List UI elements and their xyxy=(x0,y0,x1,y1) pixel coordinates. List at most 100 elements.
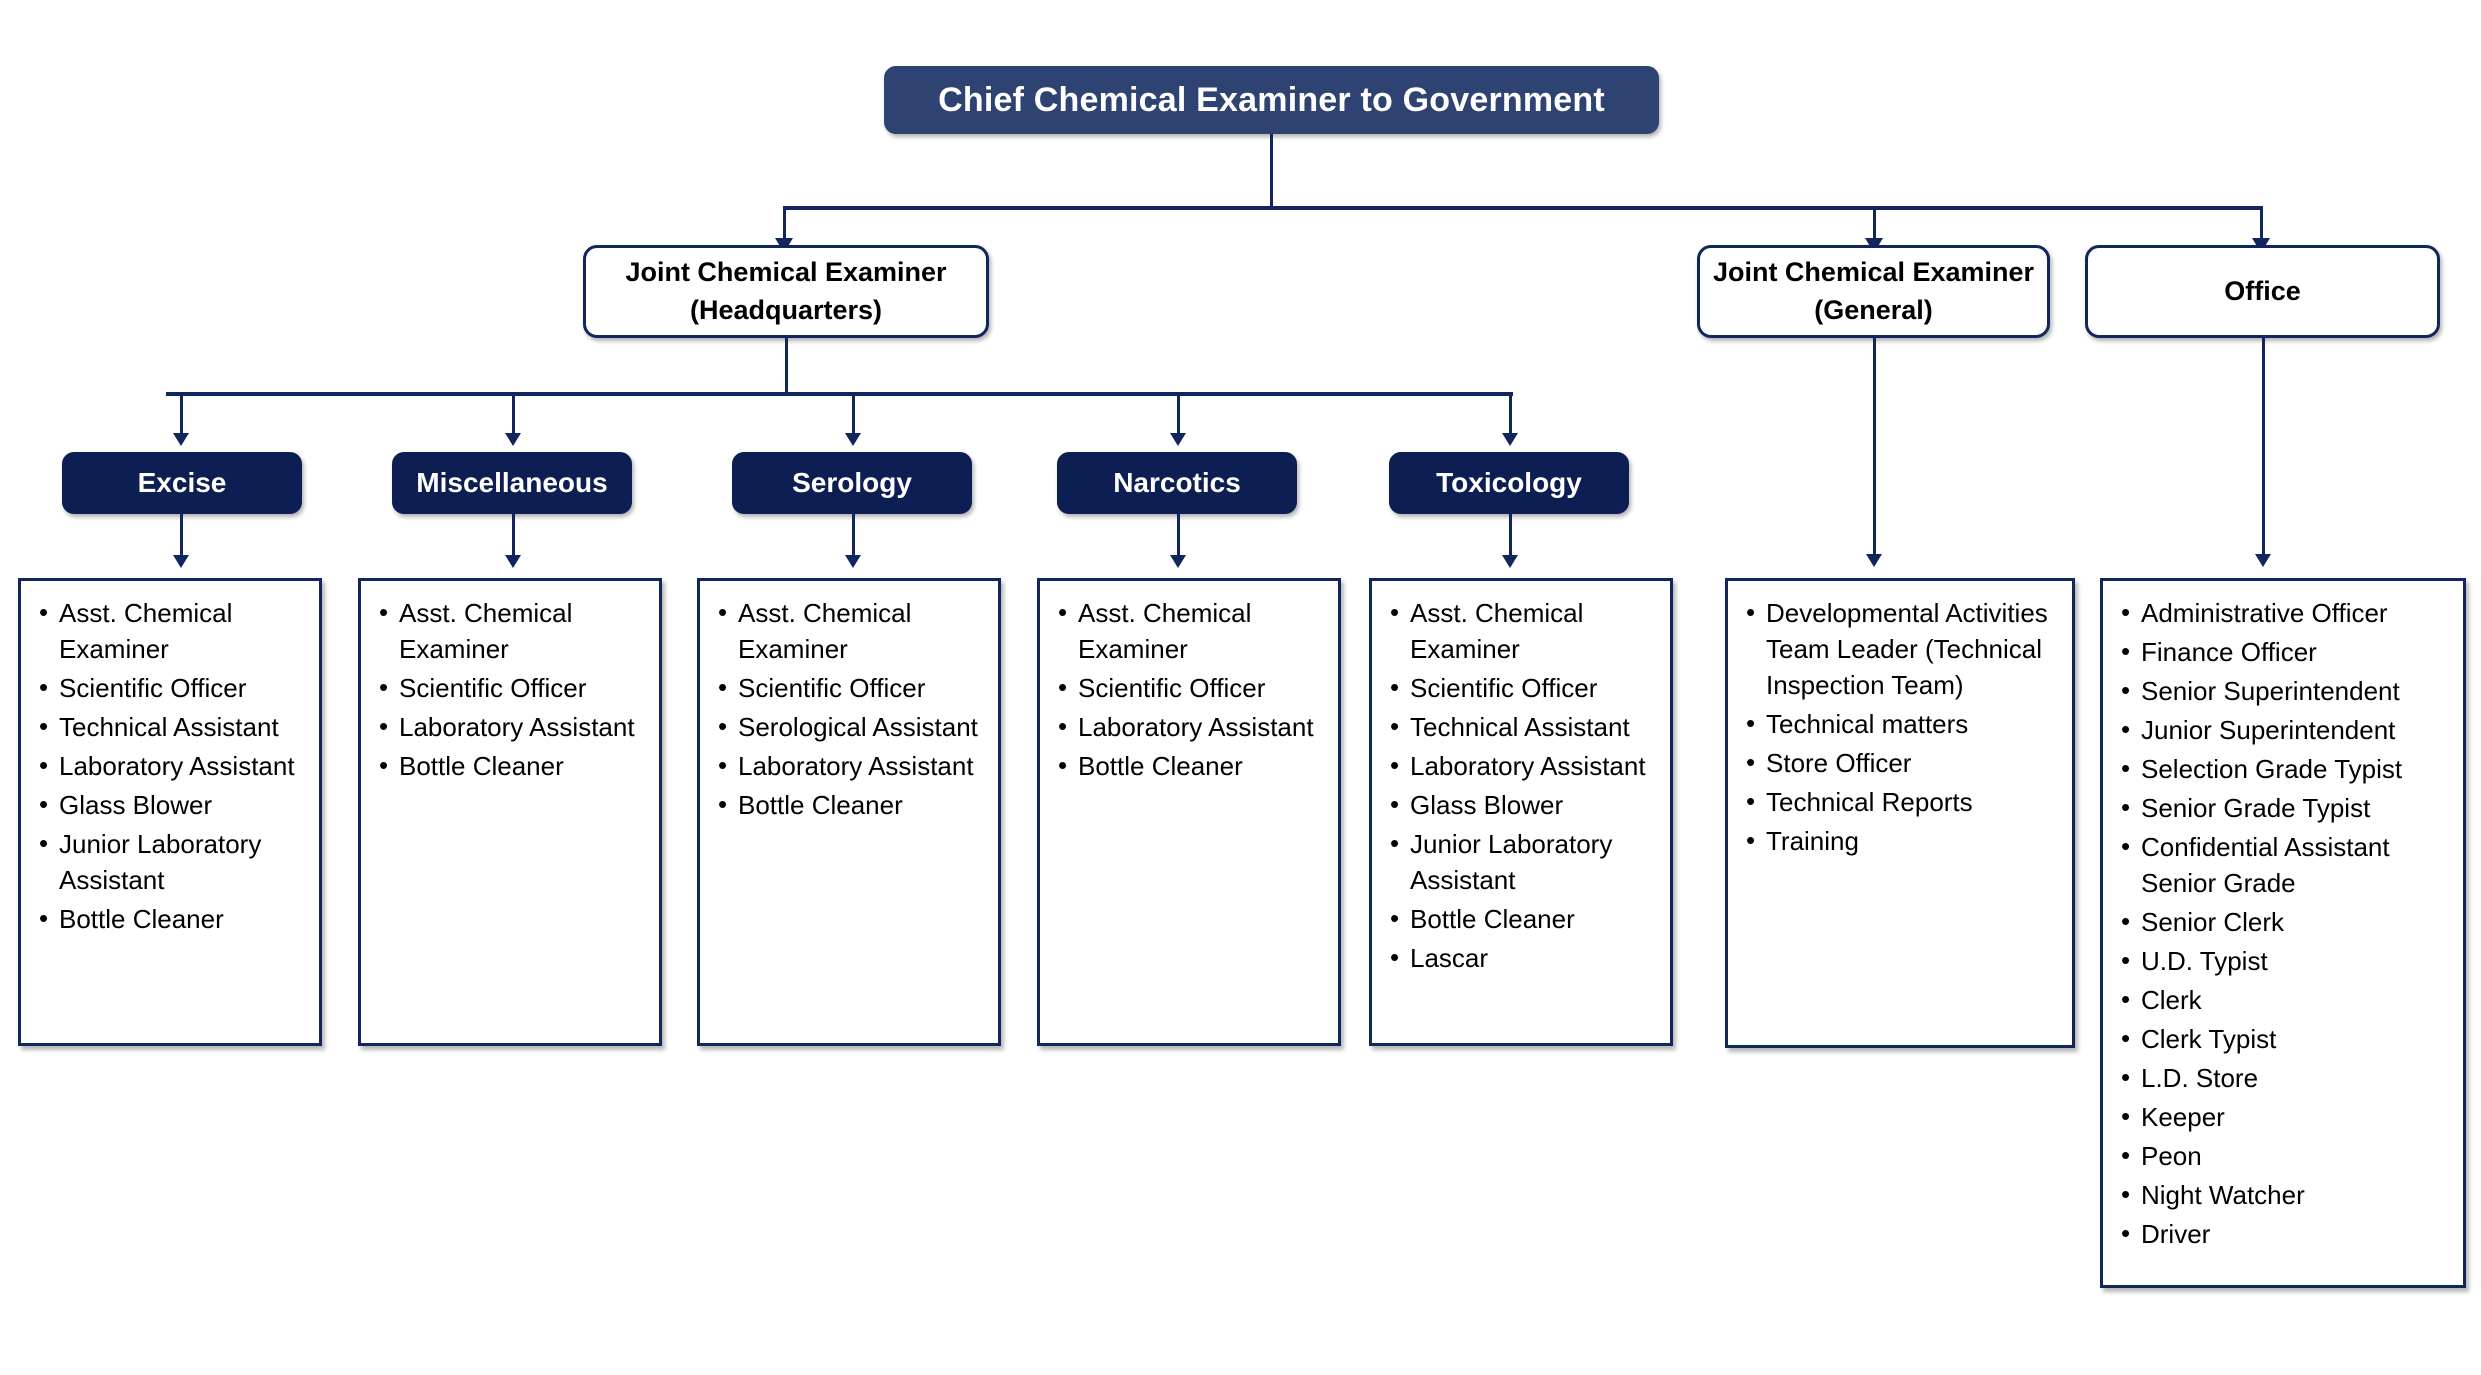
staff-list-item: Scientific Officer xyxy=(1390,669,1660,706)
arrowhead-office-staff xyxy=(2255,554,2271,567)
staff-list-item: Technical matters xyxy=(1746,705,2062,742)
node-label-line2: (Headquarters) xyxy=(689,294,883,325)
staff-list-item: Peon xyxy=(2121,1137,2453,1174)
staff-list-item: Store Officer xyxy=(1746,744,2062,781)
staff-list-office: Administrative OfficerFinance OfficerSen… xyxy=(2100,578,2466,1288)
staff-list-item: Laboratory Assistant xyxy=(1058,708,1328,745)
arrowhead-toxicology xyxy=(1502,433,1518,446)
connector-general-to-staff xyxy=(1873,338,1876,558)
arrowhead-serology xyxy=(845,433,861,446)
arrowhead-excise-staff xyxy=(173,555,189,568)
connector-drop-office xyxy=(2260,206,2263,242)
staff-list-item: Laboratory Assistant xyxy=(39,747,309,784)
staff-list-item: Asst. Chemical Examiner xyxy=(718,594,988,667)
arrowhead-narcotics-staff xyxy=(1170,555,1186,568)
staff-list-item: Asst. Chemical Examiner xyxy=(39,594,309,667)
node-department-miscellaneous[interactable]: Miscellaneous xyxy=(392,452,632,514)
staff-list-item: Scientific Officer xyxy=(379,669,649,706)
staff-list-item: Training xyxy=(1746,822,2062,859)
staff-list-item: Confidential Assistant Senior Grade xyxy=(2121,828,2453,901)
staff-list-item: Keeper xyxy=(2121,1098,2453,1135)
staff-list-item: Driver xyxy=(2121,1215,2453,1252)
staff-list-item: Asst. Chemical Examiner xyxy=(1058,594,1328,667)
staff-list-item: Laboratory Assistant xyxy=(718,747,988,784)
staff-list-serology: Asst. Chemical ExaminerScientific Office… xyxy=(697,578,1001,1046)
staff-list-item: Laboratory Assistant xyxy=(379,708,649,745)
node-department-serology[interactable]: Serology xyxy=(732,452,972,514)
connector-office-to-staff xyxy=(2262,338,2265,558)
staff-list-item: Senior Clerk xyxy=(2121,903,2453,940)
staff-list-general: Developmental Activities Team Leader (Te… xyxy=(1725,578,2075,1048)
node-label-line2: (General) xyxy=(1814,294,1933,325)
arrowhead-general-staff xyxy=(1866,554,1882,567)
staff-list-item: Developmental Activities Team Leader (Te… xyxy=(1746,594,2062,703)
staff-list-item: Asst. Chemical Examiner xyxy=(379,594,649,667)
staff-list-item: Senior Grade Typist xyxy=(2121,789,2453,826)
staff-list-item: Clerk xyxy=(2121,981,2453,1018)
node-label: Excise xyxy=(137,467,227,498)
connector-drop-excise xyxy=(180,392,183,437)
staff-list-item: Bottle Cleaner xyxy=(1390,900,1660,937)
staff-list-item: L.D. Store xyxy=(2121,1059,2453,1096)
staff-list-item: Bottle Cleaner xyxy=(1058,747,1328,784)
staff-list: Asst. Chemical ExaminerScientific Office… xyxy=(718,594,988,823)
staff-list-item: Technical Reports xyxy=(1746,783,2062,820)
connector-narcotics-to-staff xyxy=(1177,514,1180,559)
arrowhead-excise xyxy=(173,433,189,446)
staff-list-item: Lascar xyxy=(1390,939,1660,976)
staff-list-item: Bottle Cleaner xyxy=(39,900,309,937)
connector-miscellaneous-to-staff xyxy=(512,514,515,559)
connector-drop-miscellaneous xyxy=(512,392,515,437)
staff-list-item: Scientific Officer xyxy=(1058,669,1328,706)
staff-list-narcotics: Asst. Chemical ExaminerScientific Office… xyxy=(1037,578,1341,1046)
node-label: Chief Chemical Examiner to Government xyxy=(938,80,1605,119)
staff-list-item: Glass Blower xyxy=(1390,786,1660,823)
arrowhead-serology-staff xyxy=(845,555,861,568)
node-department-toxicology[interactable]: Toxicology xyxy=(1389,452,1629,514)
node-joint-chemical-examiner-general[interactable]: Joint Chemical Examiner (General) xyxy=(1697,245,2050,338)
staff-list-toxicology: Asst. Chemical ExaminerScientific Office… xyxy=(1369,578,1673,1046)
connector-hq-bus xyxy=(166,392,1513,396)
staff-list-item: Glass Blower xyxy=(39,786,309,823)
connector-drop-serology xyxy=(852,392,855,437)
staff-list-item: Junior Laboratory Assistant xyxy=(39,825,309,898)
staff-list-miscellaneous: Asst. Chemical ExaminerScientific Office… xyxy=(358,578,662,1046)
staff-list-item: Scientific Officer xyxy=(718,669,988,706)
arrowhead-miscellaneous xyxy=(505,433,521,446)
staff-list-item: Junior Superintendent xyxy=(2121,711,2453,748)
staff-list-item: Serological Assistant xyxy=(718,708,988,745)
connector-root-stem xyxy=(1270,134,1273,208)
arrowhead-miscellaneous-staff xyxy=(505,555,521,568)
staff-list-item: Clerk Typist xyxy=(2121,1020,2453,1057)
staff-list-item: Finance Officer xyxy=(2121,633,2453,670)
staff-list-item: Scientific Officer xyxy=(39,669,309,706)
node-label: Miscellaneous xyxy=(416,467,608,498)
staff-list: Asst. Chemical ExaminerScientific Office… xyxy=(1058,594,1328,784)
connector-drop-general xyxy=(1873,206,1876,242)
staff-list: Developmental Activities Team Leader (Te… xyxy=(1746,594,2062,859)
node-joint-chemical-examiner-headquarters[interactable]: Joint Chemical Examiner (Headquarters) xyxy=(583,245,989,338)
node-department-excise[interactable]: Excise xyxy=(62,452,302,514)
node-label: Serology xyxy=(792,467,912,498)
staff-list-item: Night Watcher xyxy=(2121,1176,2453,1213)
connector-root-bus xyxy=(783,206,2263,210)
staff-list: Asst. Chemical ExaminerScientific Office… xyxy=(39,594,309,937)
arrowhead-toxicology-staff xyxy=(1502,555,1518,568)
node-chief-chemical-examiner[interactable]: Chief Chemical Examiner to Government xyxy=(884,66,1659,134)
node-label-line1: Joint Chemical Examiner xyxy=(1712,257,2035,288)
staff-list-item: Selection Grade Typist xyxy=(2121,750,2453,787)
node-department-narcotics[interactable]: Narcotics xyxy=(1057,452,1297,514)
staff-list-item: Junior Laboratory Assistant xyxy=(1390,825,1660,898)
connector-excise-to-staff xyxy=(180,514,183,559)
staff-list-item: Senior Superintendent xyxy=(2121,672,2453,709)
staff-list: Asst. Chemical ExaminerScientific Office… xyxy=(379,594,649,784)
staff-list-item: Administrative Officer xyxy=(2121,594,2453,631)
staff-list-item: Bottle Cleaner xyxy=(379,747,649,784)
staff-list-item: Bottle Cleaner xyxy=(718,786,988,823)
node-office[interactable]: Office xyxy=(2085,245,2440,338)
staff-list: Asst. Chemical ExaminerScientific Office… xyxy=(1390,594,1660,976)
staff-list-excise: Asst. Chemical ExaminerScientific Office… xyxy=(18,578,322,1046)
connector-drop-hq xyxy=(783,206,786,242)
arrowhead-narcotics xyxy=(1170,433,1186,446)
